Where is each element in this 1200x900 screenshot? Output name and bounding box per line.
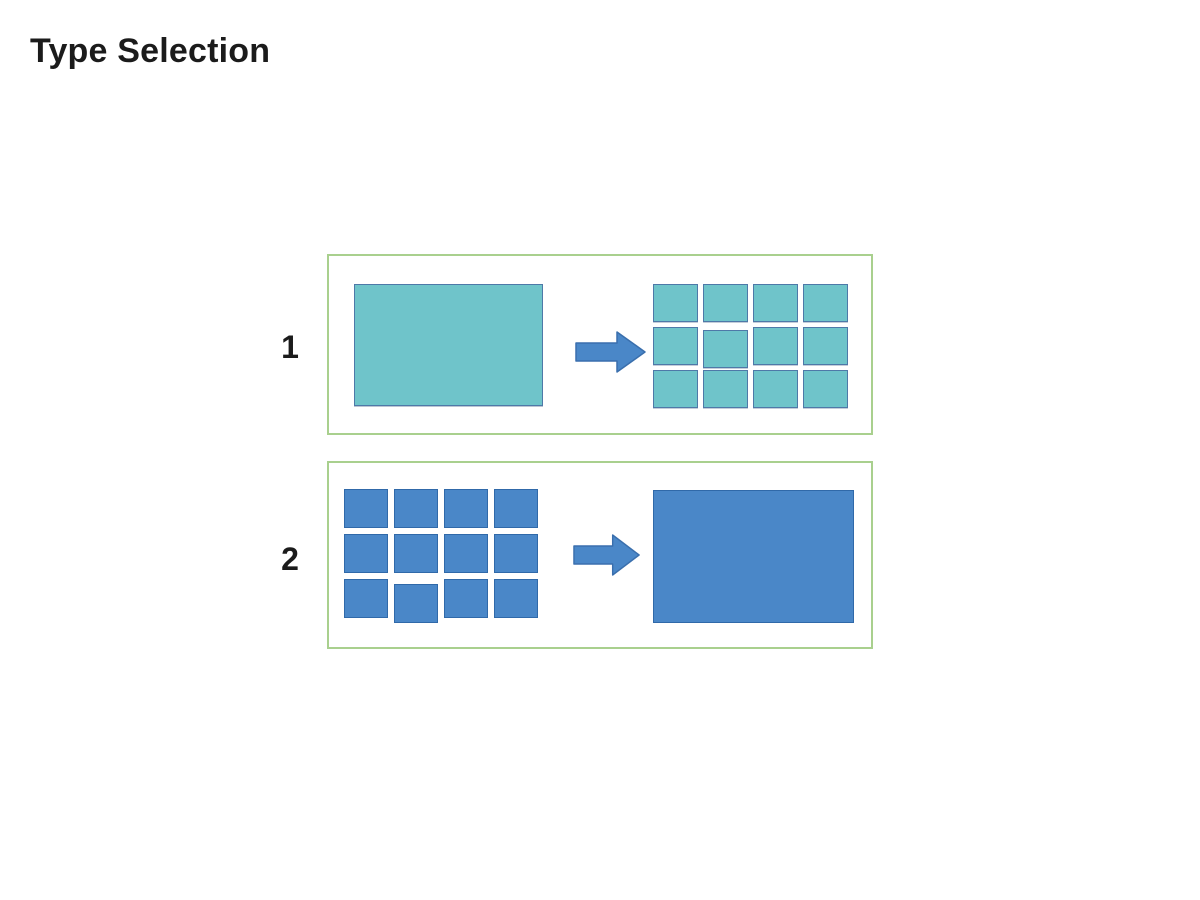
teal-grid-cell [753,284,798,322]
large-blue-rectangle [653,490,854,623]
teal-grid-cell [753,370,798,408]
blue-grid-cell [444,489,488,528]
option-2-label: 2 [281,541,299,577]
blue-tile-grid [344,489,538,623]
teal-grid-cell [803,327,848,365]
teal-grid-cell [653,284,698,322]
option-2-panel[interactable] [327,461,873,649]
right-arrow-icon [573,534,640,576]
teal-grid-cell [653,327,698,365]
blue-grid-cell [344,534,388,573]
large-teal-rectangle [354,284,543,406]
blue-grid-cell [344,489,388,528]
option-1-label: 1 [281,329,299,365]
blue-grid-cell [494,534,538,573]
teal-tile-grid [653,284,848,408]
blue-grid-cell [494,579,538,618]
teal-grid-cell [653,370,698,408]
blue-grid-cell [444,579,488,618]
right-arrow-icon [575,331,646,373]
blue-grid-cell [394,489,438,528]
blue-grid-cell [394,584,438,623]
blue-grid-cell [344,579,388,618]
teal-grid-cell [803,284,848,322]
teal-grid-cell [753,327,798,365]
teal-grid-cell [803,370,848,408]
blue-grid-cell [444,534,488,573]
blue-grid-cell [394,534,438,573]
page-title: Type Selection [30,32,271,70]
blue-grid-cell [494,489,538,528]
teal-grid-cell [703,330,748,368]
teal-grid-cell [703,284,748,322]
option-1-panel[interactable] [327,254,873,435]
teal-grid-cell [703,370,748,408]
